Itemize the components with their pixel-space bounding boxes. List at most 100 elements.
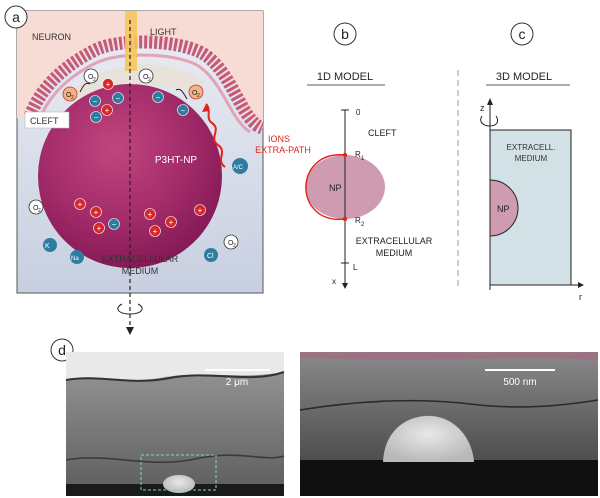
superoxide-subscript: 2 (71, 95, 74, 101)
superoxide-symbol: O (66, 92, 72, 99)
sem-left-nanoparticle (163, 475, 195, 493)
cation (74, 198, 86, 210)
oxygen-molecule: O 2 (223, 234, 239, 250)
label-r2-sub: 2 (361, 222, 365, 228)
cation (194, 204, 206, 216)
anion (177, 104, 189, 116)
potassium-circle (43, 238, 57, 252)
light-absorption-arrow (205, 103, 226, 168)
panel-a-badge (4, 5, 28, 29)
counter-ion-circle (232, 158, 248, 174)
panel-c-badge (510, 22, 534, 46)
cation-sign: + (78, 200, 83, 209)
sem-left-membrane (65, 371, 285, 382)
sodium-symbol: Na (71, 256, 79, 262)
cation-sign: + (198, 206, 203, 215)
oxygen-circle (28, 199, 44, 215)
r-axis-arrowhead (578, 282, 584, 288)
cation-sign: + (97, 224, 102, 233)
ions-extra-path-line (305, 154, 346, 220)
potassium-symbol: K (45, 243, 50, 250)
superoxide-molecule: O 2 (188, 84, 204, 100)
oxygen-symbol: O (33, 205, 39, 212)
oxygen-symbol: O (143, 74, 149, 81)
cation-sign: + (153, 227, 158, 236)
oxygen-molecule: O 2 (28, 199, 44, 215)
anion (152, 91, 164, 103)
potassium-ion: K (43, 238, 57, 252)
panel-d-letter: d (58, 342, 66, 358)
medium-1d-label-line2: MEDIUM (376, 248, 413, 258)
cation (93, 222, 105, 234)
r2-point (342, 216, 348, 222)
oxygen-circle (223, 234, 239, 250)
label-r: r (579, 292, 582, 302)
medium-label-line2: MEDIUM (122, 266, 159, 276)
oxygen-symbol: O (88, 74, 94, 81)
neuron-region (17, 11, 263, 128)
rotation-arrow-3d-icon (480, 115, 499, 127)
sem-image-right: 500 nm (299, 352, 599, 496)
panel-b-letter: b (341, 26, 349, 42)
sem-left-top-layer (66, 352, 284, 380)
reaction-arrow (79, 82, 91, 93)
superoxide-circle (62, 86, 78, 102)
counter-ion: A/C (232, 158, 248, 174)
scale-label-right: 500 nm (503, 377, 536, 388)
anion-sign: − (112, 220, 117, 229)
symmetry-axis-arrow (126, 327, 134, 335)
sem-right-membrane (299, 399, 599, 411)
sem-image-left: 2 μm (65, 352, 285, 496)
np-3d-label: NP (497, 204, 510, 214)
chloride-circle (204, 248, 218, 262)
superoxide-subscript: 2 (197, 93, 200, 99)
superoxide-circle (188, 84, 204, 100)
anion-sign: − (156, 93, 161, 102)
cation (101, 104, 113, 116)
label-r1-sub: 1 (361, 156, 365, 162)
label-r1: R (355, 150, 361, 159)
ions-label-line2: EXTRA-PATH (255, 145, 311, 155)
chloride-ion: Cl (204, 248, 218, 262)
anion-sign: − (116, 94, 121, 103)
panel-a-letter: a (12, 9, 20, 25)
label-x: x (332, 277, 336, 286)
label-r2: R (355, 216, 361, 225)
sem-right-substrate (300, 460, 598, 496)
cation (165, 216, 177, 228)
chloride-symbol: Cl (207, 253, 214, 260)
panel-b: b 1D MODEL IONS EXTRA-PATH 0 CLEFT R 1 N… (255, 22, 433, 289)
cation (144, 208, 156, 220)
oxygen-circle (138, 68, 154, 84)
sem-left-cell-edge (65, 454, 285, 464)
light-absorption-arrowhead (202, 104, 210, 112)
superoxide-molecule: O 2 (62, 86, 78, 102)
cation-sign: + (105, 106, 110, 115)
sodium-circle (70, 250, 84, 264)
extracell-label-line1: EXTRACELL. (507, 143, 556, 152)
cation-sign: + (148, 210, 153, 219)
reaction-arrow (175, 88, 188, 100)
anion-sign: − (181, 106, 186, 115)
ions-label-line1: IONS (268, 134, 290, 144)
np-3d-halfdisk (489, 179, 519, 237)
label-zero: 0 (356, 108, 361, 117)
oxygen-subscript: 2 (93, 77, 96, 83)
sodium-ion: Na (70, 250, 84, 264)
oxygen-subscript: 2 (148, 77, 151, 83)
neuron-membrane (23, 35, 266, 135)
charge-markers-top: + − − + − − − (89, 78, 189, 123)
anion (89, 95, 101, 107)
cation-sign: + (169, 218, 174, 227)
zoom-region-box (140, 454, 217, 491)
z-axis-arrowhead (487, 98, 493, 105)
x-axis-arrowhead (342, 283, 348, 289)
sem-right-top-edge (300, 352, 598, 360)
sem-right-nanoparticle (383, 415, 474, 462)
anion-sign: − (93, 97, 98, 106)
anion (108, 218, 120, 230)
anion (90, 111, 102, 123)
oxygen-subscript: 2 (38, 208, 41, 214)
rotation-arrow-icon (117, 303, 143, 315)
